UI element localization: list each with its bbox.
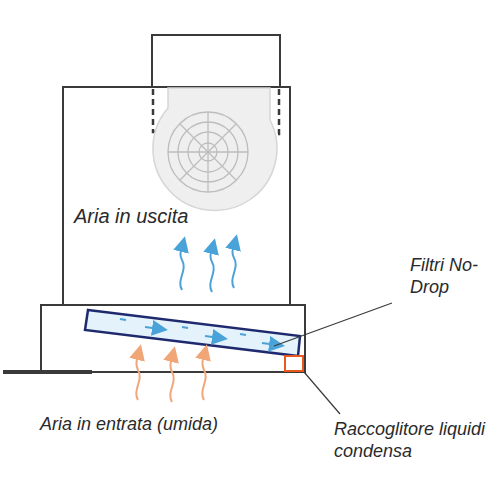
no-drop-filter <box>85 310 300 356</box>
filter-flow-arrows <box>120 319 277 345</box>
base <box>41 305 305 372</box>
air-out-label: Aria in uscita <box>74 205 254 227</box>
collector-label: Raccoglitore liquidi condensa <box>334 418 494 462</box>
filter-label: Filtri No-Drop <box>410 254 496 298</box>
leader-line <box>274 303 392 346</box>
incoming-air-arrows <box>136 352 205 402</box>
condensate-collector <box>285 356 303 371</box>
mounting-line <box>3 370 92 374</box>
fan-grille <box>168 112 248 192</box>
outgoing-air-arrows <box>180 242 235 292</box>
fan-scroll <box>153 88 277 211</box>
housing <box>63 87 290 305</box>
leader-line <box>304 372 340 414</box>
chimney <box>152 35 280 87</box>
air-in-label: Aria in entrata (umida) <box>40 413 280 435</box>
